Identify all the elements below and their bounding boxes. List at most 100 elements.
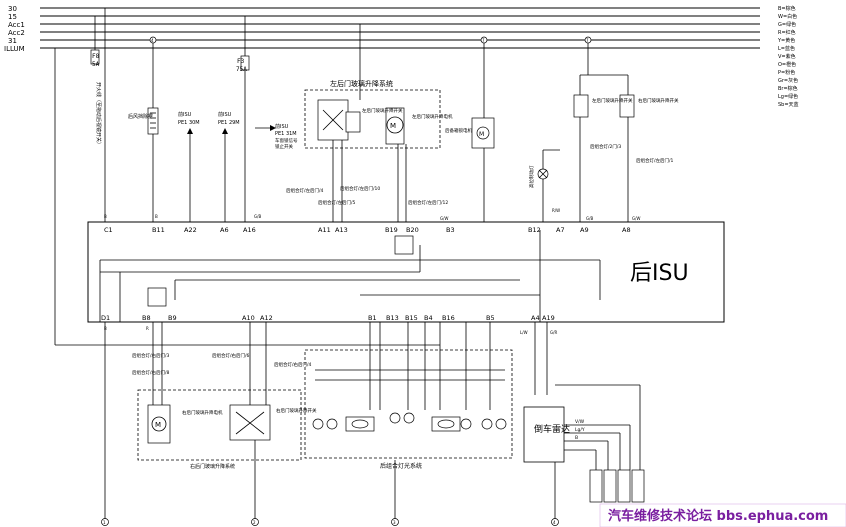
svg-text:前ISU: 前ISU (275, 123, 289, 130)
svg-text:A8: A8 (622, 226, 631, 234)
wire-color-legend: B=棕色 W=白色 G=绿色 R=红色 Y=黄色 L=蓝色 V=紫色 O=橙色 … (777, 5, 799, 108)
svg-text:A22: A22 (184, 226, 197, 234)
svg-text:3: 3 (393, 520, 396, 525)
svg-text:B12: B12 (528, 226, 541, 234)
watermark-text: 汽车维修技术论坛 bbs.ephua.com (608, 508, 828, 524)
svg-text:V=紫色: V=紫色 (778, 53, 796, 60)
svg-text:G/B: G/B (586, 216, 593, 221)
right-rear-window-system: M 右后门玻璃升降电机 右后门玻璃升降开关 右后门玻璃升降系统 (137, 389, 317, 470)
fuse-f8-name: F8 (92, 53, 100, 60)
fuse-f3: F3 75A (236, 16, 250, 222)
lamp-icon (481, 418, 493, 430)
svg-text:B=棕色: B=棕色 (778, 5, 796, 12)
svg-text:R=红色: R=红色 (778, 29, 796, 36)
svg-text:V/W: V/W (575, 419, 585, 425)
svg-text:后组合灯/左后门/12: 后组合灯/左后门/12 (408, 199, 448, 206)
rail-label-30: 30 (8, 5, 17, 13)
lamp-icon (389, 412, 401, 424)
svg-text:A4: A4 (531, 314, 540, 322)
svg-text:C1: C1 (104, 226, 113, 234)
ground-points: 1 2 3 4 (101, 518, 559, 526)
svg-text:PE1 31M: PE1 31M (275, 131, 297, 137)
svg-text:B19: B19 (385, 226, 398, 234)
fuse-f8-rating: 5A (92, 61, 100, 68)
svg-text:后风挡除雾: 后风挡除雾 (128, 113, 153, 120)
watermark: 汽车维修技术论坛 bbs.ephua.com (599, 503, 846, 527)
door-switch-a-icon (573, 94, 589, 118)
svg-text:前ISU: 前ISU (218, 111, 232, 118)
svg-text:A16: A16 (243, 226, 256, 234)
svg-text:G=绿色: G=绿色 (778, 21, 796, 28)
svg-text:B: B (104, 214, 107, 219)
svg-text:B3: B3 (446, 226, 455, 234)
svg-text:Br=棕色: Br=棕色 (778, 85, 798, 92)
svg-text:PE1 29M: PE1 29M (218, 120, 240, 126)
svg-text:锁止开关: 锁止开关 (275, 143, 293, 150)
fuse-f8-icon (90, 49, 100, 65)
svg-text:4: 4 (553, 520, 556, 525)
svg-text:A10: A10 (242, 314, 255, 322)
svg-text:2: 2 (253, 520, 256, 525)
svg-text:75A: 75A (236, 66, 247, 73)
svg-text:后组合灯/右后门/4: 后组合灯/右后门/4 (274, 361, 312, 368)
svg-text:左后门玻璃升降开关: 左后门玻璃升降开关 (362, 107, 403, 114)
svg-text:4: 4 (151, 38, 154, 43)
fuse-side-note: 开火线（至拖动后视镜开关） (95, 82, 102, 147)
svg-text:右后门玻璃升降开关: 右后门玻璃升降开关 (638, 97, 679, 104)
radar-sensor-icon (617, 469, 631, 503)
rail-label-acc1: Acc1 (8, 21, 25, 29)
svg-text:M: M (479, 131, 484, 138)
lamp-icon (437, 419, 455, 429)
svg-text:左后门玻璃升降电机: 左后门玻璃升降电机 (412, 113, 453, 120)
svg-text:B13: B13 (386, 314, 399, 322)
svg-text:后组合灯光系统: 后组合灯光系统 (380, 462, 422, 470)
rear-isu-label: 后ISU (630, 261, 689, 286)
rail-label-acc2: Acc2 (8, 29, 25, 37)
svg-text:A13: A13 (335, 226, 348, 234)
lamp-row (312, 412, 507, 432)
svg-text:W=白色: W=白色 (778, 13, 797, 20)
svg-text:A6: A6 (220, 226, 229, 234)
svg-text:G/R: G/R (550, 330, 557, 335)
left-feed: F8 5A 开火线（至拖动后视镜开关） (54, 8, 440, 346)
svg-text:后组合灯/右后门/6: 后组合灯/右后门/6 (212, 352, 250, 359)
power-rails: 30 15 Acc1 Acc2 31 ILLUM (4, 5, 760, 53)
pins-bottom: D1 B8 B9 A10 A12 B1 B13 B15 B4 B16 B5 A4… (101, 314, 557, 335)
svg-text:B16: B16 (442, 314, 455, 322)
bottom-wiring: 后组合灯/右后门/3 后组合灯/右后门/8 后组合灯/右后门/6 后组合灯/右后… (104, 322, 556, 520)
ground-icon (251, 518, 259, 526)
svg-text:G/W: G/W (632, 216, 640, 221)
svg-text:车窗锁信号: 车窗锁信号 (275, 137, 298, 144)
left-window-motor-icon (386, 116, 404, 134)
trunk-and-stop: 7 M 后备箱锁电机 高位制动灯 (445, 36, 560, 222)
svg-text:Y=黄色: Y=黄色 (777, 37, 795, 44)
svg-text:右后门玻璃升降开关: 右后门玻璃升降开关 (276, 407, 317, 414)
svg-text:O=橙色: O=橙色 (778, 61, 796, 68)
rear-door-switches: 7 左后门玻璃升降开关 右后门玻璃升降开关 后组合灯/2门/3 后组合灯/左后门… (573, 36, 679, 222)
svg-text:G/B: G/B (254, 214, 261, 219)
door-switch-b-icon (619, 94, 635, 118)
svg-text:后组合灯/左后门/1: 后组合灯/左后门/1 (636, 157, 674, 164)
svg-text:后组合灯/左后门/5: 后组合灯/左后门/5 (318, 199, 356, 206)
rail-label-31: 31 (8, 37, 17, 45)
top-connector-notes: 后组合灯/左后门/4 后组合灯/左后门/5 后组合灯/左后门/10 后组合灯/左… (286, 185, 448, 206)
defrost-grid-icon (147, 107, 159, 135)
svg-text:Lg/Y: Lg/Y (575, 427, 585, 433)
svg-text:B11: B11 (152, 226, 165, 234)
svg-text:后组合灯/左后门/10: 后组合灯/左后门/10 (340, 185, 380, 192)
ground-icon (551, 518, 559, 526)
radar-sensor-icon (631, 469, 645, 503)
svg-text:后组合灯/右后门/8: 后组合灯/右后门/8 (132, 369, 170, 376)
svg-text:M: M (390, 122, 396, 130)
svg-text:A19: A19 (542, 314, 555, 322)
svg-text:B: B (104, 326, 107, 331)
svg-text:B8: B8 (142, 314, 151, 322)
svg-text:M: M (155, 421, 161, 429)
svg-text:B1: B1 (368, 314, 377, 322)
rail-label-illum: ILLUM (4, 45, 25, 53)
svg-text:倒车雷达: 倒车雷达 (534, 423, 570, 435)
svg-text:前ISU: 前ISU (178, 111, 192, 118)
front-isu-refs: 前ISU PE1 30M 前ISU PE1 29M 前ISU PE1 31M 车… (178, 111, 298, 222)
pins-top: C1 B11 A22 A6 A16 A11 A13 B19 B20 B3 B12… (104, 208, 640, 234)
ground-icon (391, 518, 399, 526)
